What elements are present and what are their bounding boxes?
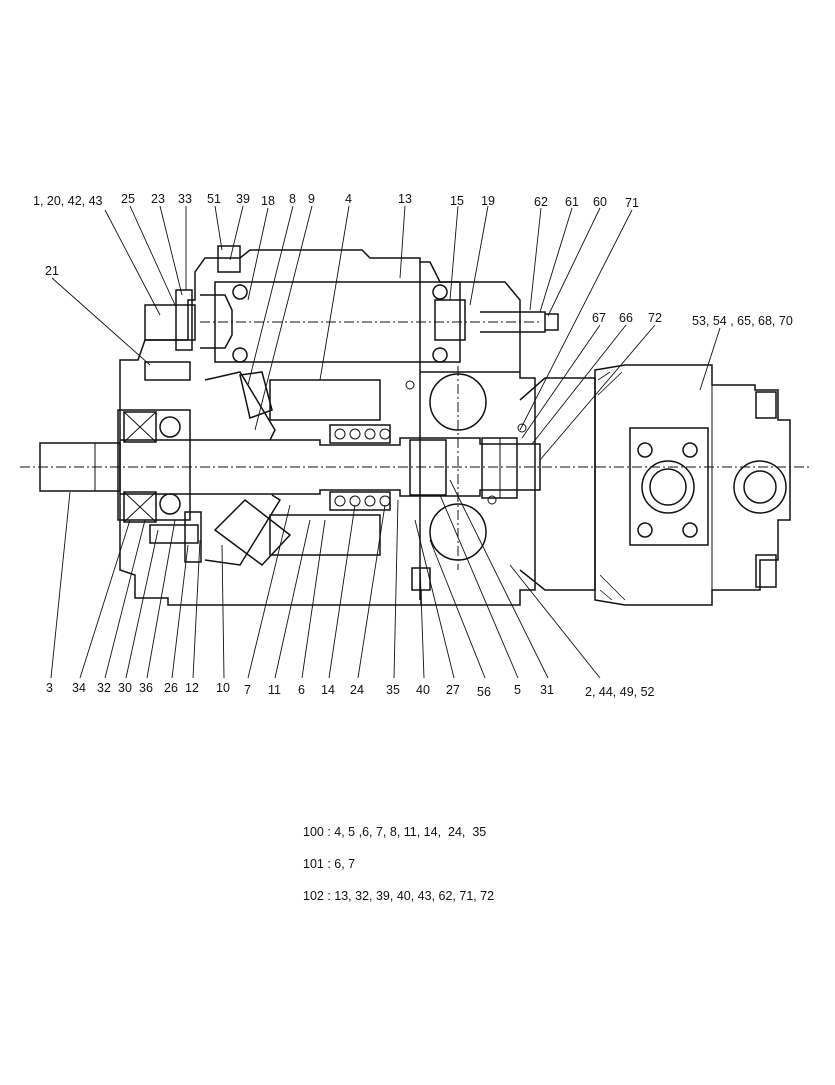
callout-35: 35 <box>386 683 400 697</box>
adjust-screw <box>480 311 559 333</box>
callout-13: 13 <box>398 192 412 206</box>
callout-40: 40 <box>416 683 430 697</box>
callout-60: 60 <box>593 195 607 209</box>
callout-5: 5 <box>514 683 521 697</box>
callout-51: 51 <box>207 192 221 206</box>
callout-25: 25 <box>121 192 135 206</box>
front-ball-top <box>159 416 181 438</box>
callout-23: 23 <box>151 192 165 206</box>
callout-1-20-42-43: 1, 20, 42, 43 <box>33 194 103 208</box>
callout-30: 30 <box>118 681 132 695</box>
gear-pump-port-right <box>733 460 787 514</box>
front-bearing-top <box>123 411 157 443</box>
end-cover-outline <box>419 262 520 600</box>
callout-6: 6 <box>298 683 305 697</box>
valve-plate <box>409 439 447 496</box>
kit-notes: 100 : 4, 5 ,6, 7, 8, 11, 14, 24, 35 101 … <box>303 816 494 912</box>
kit-note-100: 100 : 4, 5 ,6, 7, 8, 11, 14, 24, 35 <box>303 825 487 839</box>
piston-upper <box>269 379 381 421</box>
callout-7: 7 <box>244 683 251 697</box>
shoe-retainer <box>213 499 292 567</box>
side-bolt-upper <box>144 361 191 381</box>
gear-pump-bolt-bottom <box>755 554 777 588</box>
front-ball-bottom <box>159 493 181 515</box>
callout-19: 19 <box>481 194 495 208</box>
pin-collar <box>175 289 193 351</box>
gear-pump-body <box>594 364 791 606</box>
gear-pump-port-left <box>641 460 695 514</box>
callout-4: 4 <box>345 192 352 206</box>
callout-31: 31 <box>540 683 554 697</box>
front-flange <box>117 409 191 521</box>
callout-34: 34 <box>72 681 86 695</box>
callout-18: 18 <box>261 194 275 208</box>
adapter-housing <box>519 377 596 591</box>
callout-2-44-49-52: 2, 44, 49, 52 <box>585 685 655 699</box>
callout-71: 71 <box>625 196 639 210</box>
main-housing-outline <box>119 249 536 606</box>
callout-21: 21 <box>45 264 59 278</box>
main-shaft <box>120 437 541 497</box>
front-bearing-bottom <box>123 491 157 523</box>
top-plug <box>217 245 241 273</box>
callout-53-54-65-68-70: 53, 54 , 65, 68, 70 <box>692 314 793 328</box>
leaders-bottom <box>50 479 601 679</box>
callout-14: 14 <box>321 683 335 697</box>
servo-piston-left <box>239 371 273 419</box>
callout-62: 62 <box>534 195 548 209</box>
callout-27: 27 <box>446 683 460 697</box>
callout-36: 36 <box>139 681 153 695</box>
callout-10: 10 <box>216 681 230 695</box>
pivot-pin <box>144 294 233 349</box>
leaders-top <box>51 205 721 461</box>
callout-3: 3 <box>46 681 53 695</box>
kit-note-102: 102 : 13, 32, 39, 40, 43, 62, 71, 72 <box>303 889 495 903</box>
callout-8: 8 <box>289 192 296 206</box>
kit-note-101: 101 : 6, 7 <box>303 857 356 871</box>
callout-32: 32 <box>97 681 111 695</box>
callout-9: 9 <box>308 192 315 206</box>
swash-plate <box>204 371 282 566</box>
gear-pump-plate <box>629 427 709 546</box>
callout-67: 67 <box>592 311 606 325</box>
callout-56: 56 <box>477 685 491 699</box>
callout-24: 24 <box>350 683 364 697</box>
gear-pump-bolt-top <box>755 391 777 419</box>
callout-66: 66 <box>619 311 633 325</box>
callout-26: 26 <box>164 681 178 695</box>
callout-61: 61 <box>565 195 579 209</box>
callout-33: 33 <box>178 192 192 206</box>
callout-12: 12 <box>185 681 199 695</box>
callout-72: 72 <box>648 311 662 325</box>
callout-39: 39 <box>236 192 250 206</box>
lower-collar <box>184 511 202 563</box>
callout-11: 11 <box>268 683 281 697</box>
callout-15: 15 <box>450 194 464 208</box>
